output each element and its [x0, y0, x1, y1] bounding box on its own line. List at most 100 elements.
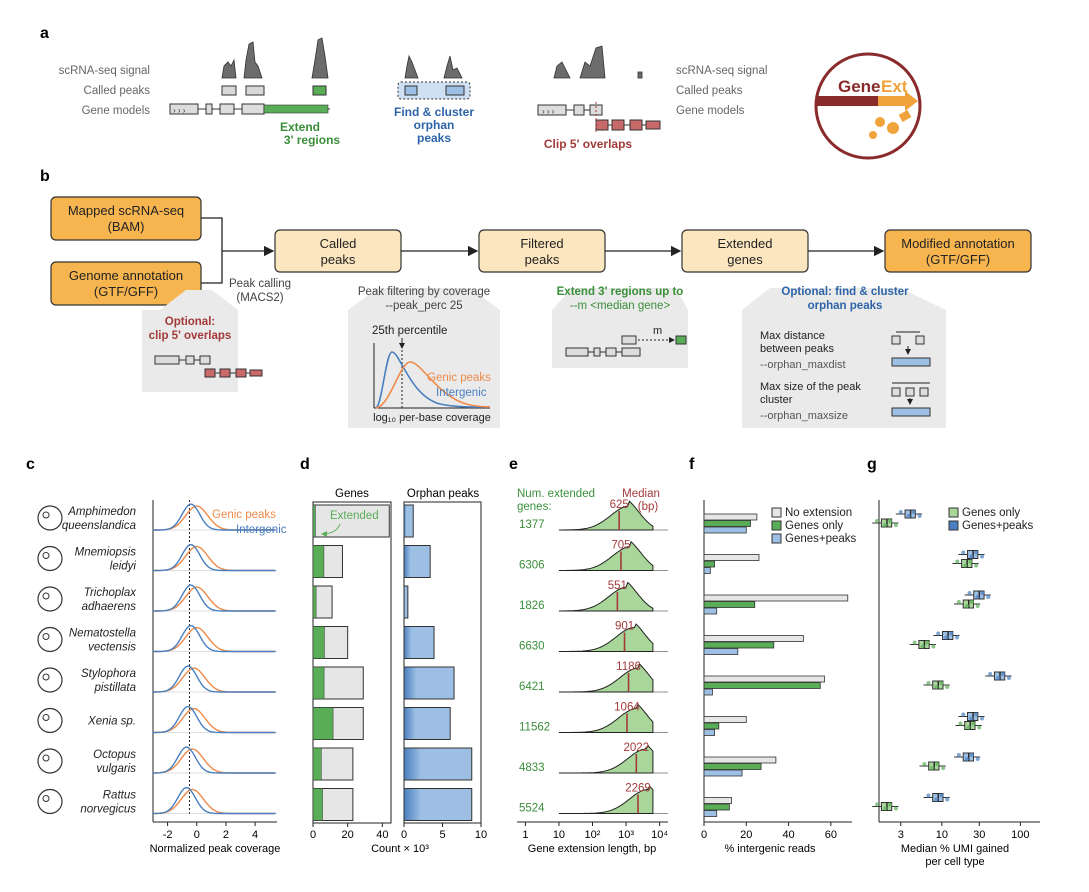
orphan-peak — [445, 85, 465, 96]
f-bar — [703, 688, 713, 696]
track-label-signal-right: scRNA-seq signal — [676, 65, 767, 77]
g-point — [969, 716, 974, 721]
extend-param: --m <median gene> — [570, 300, 671, 312]
e-median-value: 1064 — [614, 702, 640, 714]
intergenic-label-b: Intergenic — [436, 387, 487, 399]
svg-text:Ext: Ext — [881, 77, 908, 96]
d-extended-bar — [312, 626, 325, 659]
g-point — [964, 757, 969, 761]
panel-b-label: b — [40, 168, 50, 185]
e-median-title-2: (bp) — [638, 501, 659, 513]
g-tick-label: 30 — [973, 829, 985, 841]
f-bar — [703, 601, 756, 608]
g-point — [954, 635, 959, 640]
peak-calling-sub: (MACS2) — [236, 292, 283, 304]
f-bar — [703, 729, 715, 736]
g-point — [883, 806, 888, 811]
g-point — [968, 559, 973, 564]
panel-e-distributions: Num. extendedgenes:Median(bp)62513777056… — [517, 488, 668, 855]
mapped-label: Mapped scRNA-seq — [68, 203, 184, 218]
d-extended-bar — [312, 585, 317, 619]
species-silhouette-detail — [42, 714, 50, 721]
g-tick-label: 3 — [898, 829, 904, 841]
f-bar — [703, 682, 821, 689]
track-label-genes-left: Gene models — [82, 105, 151, 117]
g-point — [875, 519, 880, 523]
f-legend-label: Genes+peaks — [785, 533, 857, 545]
called-peaks-left — [221, 85, 327, 96]
g-point — [969, 600, 974, 604]
g-point — [1006, 676, 1011, 680]
g-xlabel: Median % UMI gained — [901, 843, 1009, 855]
e-tick-label: 1 — [522, 829, 528, 841]
g-point — [934, 797, 939, 802]
filtered-label: Filtered — [520, 236, 563, 251]
species-silhouette-detail — [42, 592, 50, 600]
g-point — [930, 766, 935, 770]
d-extended-label: Extended — [330, 510, 379, 522]
track-label-peaks-right: Called peaks — [676, 85, 743, 97]
species-silhouette-icon — [37, 707, 63, 734]
d-orphan-bar — [403, 788, 473, 821]
species-silhouette-detail — [42, 754, 50, 762]
g-point — [969, 554, 974, 559]
g-tick-label: 100 — [1011, 829, 1029, 841]
c-genic-label: Genic peaks — [212, 509, 276, 521]
f-tick-label: 0 — [701, 829, 707, 841]
species-name: Xenia sp. — [87, 716, 136, 728]
d-orphan-bar — [403, 504, 414, 538]
gene-model-right: › › › — [537, 102, 661, 132]
e-median-value: 2022 — [624, 742, 650, 754]
e-density — [558, 581, 654, 612]
coverage-axis-label: log₁₀ per-base coverage — [373, 412, 491, 424]
optional-clip-sub: clip 5' overlaps — [149, 330, 232, 342]
modified-label: Modified annotation — [901, 236, 1014, 251]
filter-callout — [348, 288, 500, 428]
e-tick-label: 10 — [553, 829, 565, 841]
g-point — [1001, 672, 1006, 676]
e-num-value: 6630 — [519, 641, 545, 653]
d-xlabel: Count × 10³ — [371, 843, 429, 855]
g-legend-label: Genes+peaks — [962, 520, 1034, 532]
g-point — [922, 762, 927, 766]
f-bar — [703, 567, 711, 574]
g-point — [925, 640, 930, 645]
c-intergenic-label: Intergenic — [236, 524, 287, 536]
species-name: Amphimedon — [67, 506, 136, 518]
g-point — [980, 591, 985, 595]
panel-c-label: c — [26, 456, 35, 473]
d-tick-label: 5 — [439, 829, 445, 841]
species-silhouette-detail — [42, 633, 50, 640]
extend-label-2: 3' regions — [284, 133, 341, 147]
g-point — [969, 753, 974, 757]
c-tick-label: -2 — [163, 829, 173, 841]
g-point — [920, 644, 925, 649]
d-tick-label: 0 — [310, 829, 316, 841]
c-intergenic-curve — [153, 786, 276, 815]
f-bar — [703, 641, 775, 649]
track-label-peaks-left: Called peaks — [84, 85, 151, 97]
g-point — [975, 595, 980, 599]
g-point — [945, 685, 950, 689]
c-genic-curve — [152, 788, 276, 815]
g-point — [961, 550, 966, 555]
g-point — [964, 604, 969, 608]
g-point — [955, 559, 960, 564]
species-name: Stylophora — [81, 668, 136, 680]
maxdist-param: --orphan_maxdist — [760, 359, 846, 371]
g-point — [956, 753, 961, 757]
orphan-sub: orphan peaks — [808, 300, 883, 312]
species-silhouette-icon — [37, 586, 63, 612]
g-point — [980, 554, 985, 559]
species-silhouette-icon — [37, 788, 63, 815]
c-intergenic-curve — [153, 624, 276, 653]
c-genic-curve — [153, 626, 276, 653]
g-point — [975, 604, 980, 608]
g-point — [906, 514, 911, 518]
g-point — [926, 793, 931, 798]
g-xlabel-2: per cell type — [925, 856, 984, 868]
scrna-signal-right — [553, 45, 643, 79]
g-point — [961, 712, 966, 717]
